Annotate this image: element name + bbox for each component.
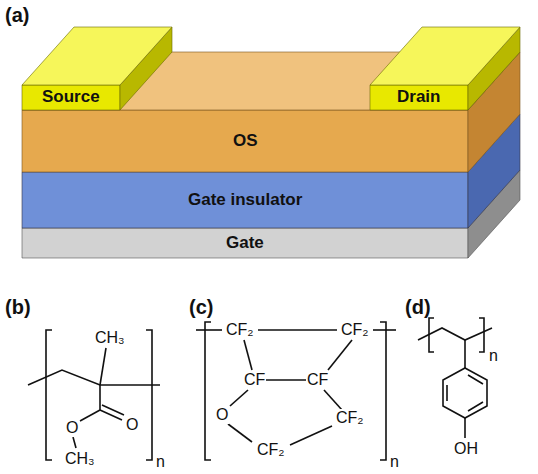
layer-name: Drain: [397, 87, 440, 106]
atom-group: OH: [453, 440, 479, 458]
pmma-structure: [28, 330, 160, 460]
atom-group: O: [125, 416, 139, 434]
atom-group: CF₂: [256, 441, 286, 459]
layer-name: Gate insulator: [188, 190, 302, 209]
source-electrode: [22, 27, 172, 110]
atom-group: CH₃: [94, 329, 126, 347]
drain-label: Drain: [393, 85, 444, 109]
insulator-label: Gate insulator: [184, 188, 306, 212]
panel-label: (b): [4, 296, 32, 318]
pvp-structure: [418, 318, 492, 438]
panel-label: (d): [404, 296, 432, 318]
gate-layer: [22, 170, 520, 258]
atom-group: CF: [243, 371, 266, 389]
layer-name: OS: [233, 131, 258, 150]
panel-label: (c): [188, 296, 214, 318]
atom-group: O: [215, 406, 229, 424]
atom-group: O: [65, 419, 79, 437]
atom-group: CF: [306, 371, 329, 389]
atom-group: CF₂: [335, 409, 365, 427]
repeat-index: n: [389, 453, 400, 471]
layer-name: Gate: [226, 233, 264, 252]
drain-electrode: [370, 27, 520, 110]
repeat-index: n: [488, 347, 499, 365]
layer-name: Source: [42, 87, 100, 106]
gate-label: Gate: [222, 231, 268, 255]
repeat-index: n: [155, 453, 166, 471]
semiconductor-label: OS: [229, 129, 262, 153]
atom-group: CF₂: [340, 321, 370, 339]
panel-label: (a): [4, 4, 30, 26]
cytop-structure: [196, 322, 396, 460]
atom-group: CF₂: [225, 321, 255, 339]
source-label: Source: [38, 85, 104, 109]
atom-group: CH₃: [64, 450, 96, 468]
